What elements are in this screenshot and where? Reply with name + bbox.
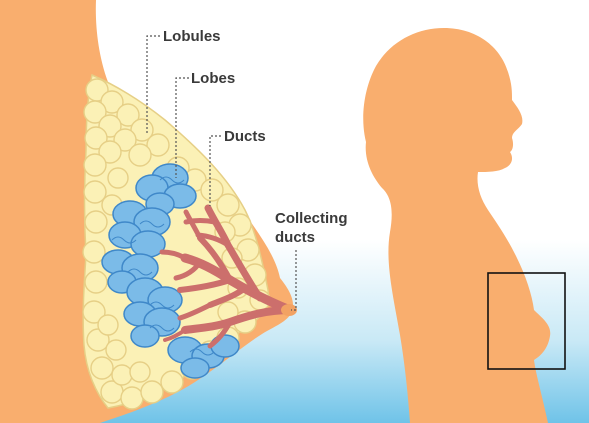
lobe-cluster-middle-upper [108,200,171,258]
label-ducts: Ducts [224,128,266,145]
woman-silhouette [363,28,551,423]
focus-box [487,272,566,370]
leader-lines [146,35,297,311]
leader-lobules [146,35,160,135]
leader-ducts [209,135,221,206]
label-collecting-ducts-line1: Collecting [275,210,348,227]
leader-collecting-ducts [291,250,297,311]
ducts [159,204,295,349]
label-lobules: Lobules [163,28,221,45]
label-collecting-ducts-line2: ducts [275,229,315,246]
leader-lobes [175,77,189,178]
label-lobes: Lobes [191,70,235,87]
lobe-cluster-middle-lower [123,277,183,348]
lobe-texture-lines [111,176,215,356]
nipple [281,304,297,316]
